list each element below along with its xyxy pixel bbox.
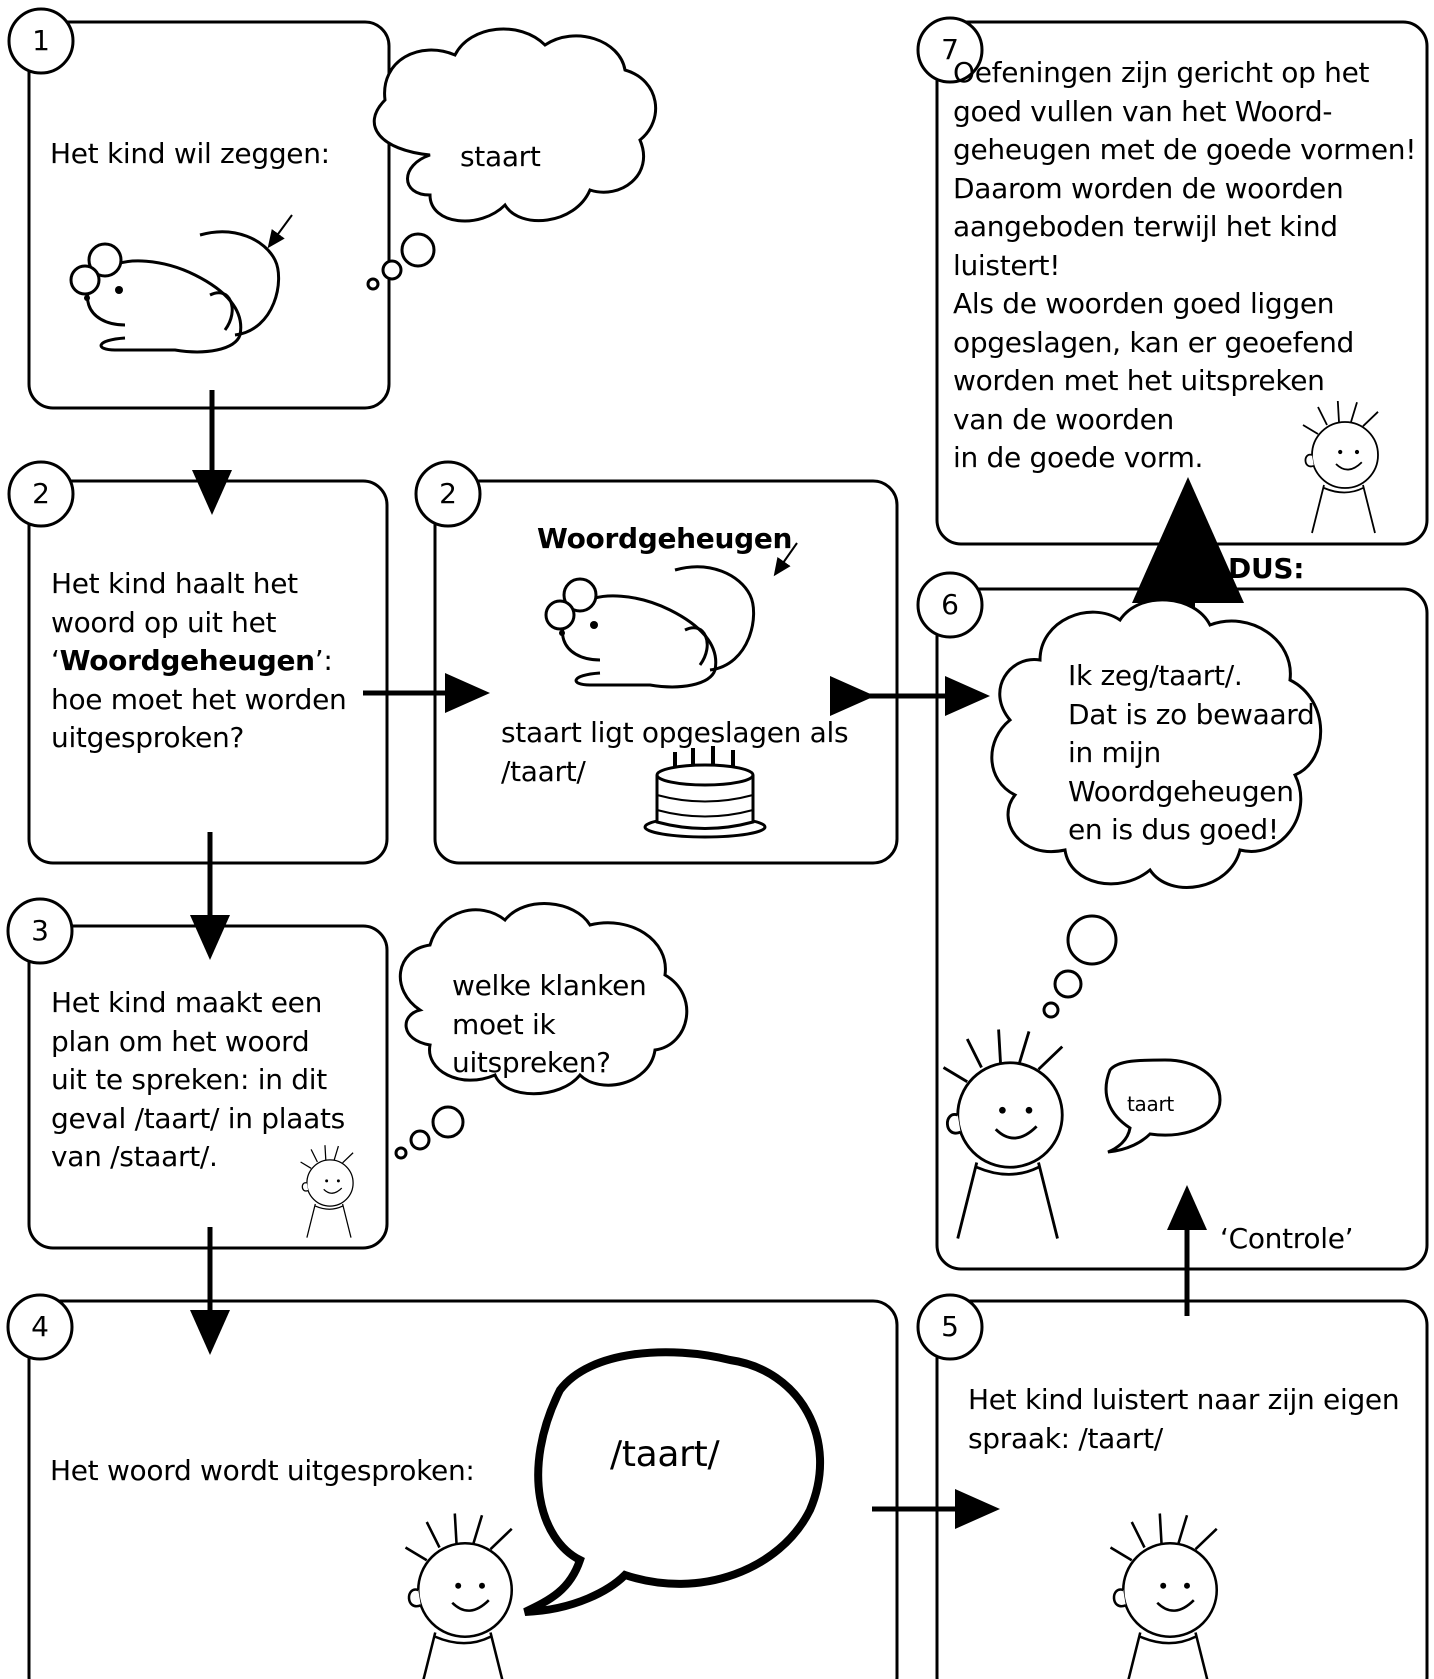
speech-bubble-icon: [523, 1348, 824, 1616]
step-6-thought: Ik zeg/taart/. Dat is zo bewaard in mijn…: [1068, 659, 1315, 846]
step-number-7: 7: [941, 33, 959, 66]
controle-label: ‘Controle’: [1220, 1222, 1354, 1255]
child-icon: [942, 1028, 1064, 1240]
number-circle-7: [916, 16, 984, 84]
dus-label: DUS:: [1228, 552, 1305, 585]
step-number-3: 3: [31, 914, 49, 947]
cake-icon: [643, 746, 767, 839]
step-3-thought: welke klanken moet ik uitspreken?: [452, 969, 647, 1079]
number-circle-1: [7, 7, 75, 75]
box-step-5: [935, 1299, 1429, 1679]
number-circle-5: [916, 1293, 984, 1361]
step-number-1: 1: [32, 24, 50, 57]
step-number-2b: 2: [439, 477, 457, 510]
step-1-text: Het kind wil zeggen:: [50, 137, 330, 170]
step-number-2a: 2: [32, 477, 50, 510]
box-step-2b: [433, 479, 899, 865]
step-4-text: Het woord wordt uitgesproken:: [50, 1454, 475, 1487]
number-circle-3: [6, 897, 74, 965]
pointer-arrow-icon: [773, 542, 798, 577]
step-7-text: Oefeningen zijn gericht op het goed vull…: [953, 56, 1417, 474]
number-circle-6: [916, 571, 984, 639]
child-icon: [1109, 1512, 1219, 1679]
step-number-5: 5: [941, 1310, 959, 1343]
pointer-arrow-icon: [267, 214, 293, 249]
step-4-speech: /taart/: [610, 1434, 720, 1475]
thought-bubble-icon: [990, 598, 1323, 1019]
mouse-icon: [544, 565, 756, 689]
number-circle-2b: [414, 460, 482, 528]
step-3-text: Het kind maakt een plan om het woord uit…: [51, 986, 345, 1173]
speech-bubble-icon: [1104, 1058, 1222, 1154]
step-2a-text: Het kind haalt het woord op uit het ‘Woo…: [51, 567, 347, 754]
box-step-1: [27, 20, 391, 410]
number-circle-4: [6, 1293, 74, 1361]
child-icon: [404, 1512, 514, 1679]
word-memory-title: Woordgeheugen: [537, 522, 793, 555]
step-6-speech: taart: [1127, 1092, 1174, 1116]
thought-bubble-icon: [366, 27, 657, 291]
step-2b-text: staart ligt opgeslagen als /taart/: [501, 716, 849, 788]
thought-bubble-icon: [394, 902, 689, 1160]
mouse-icon: [69, 230, 281, 354]
step-1-thought: staart: [460, 140, 541, 173]
number-circle-2a: [7, 460, 75, 528]
step-5-text: Het kind luistert naar zijn eigen spraak…: [968, 1383, 1400, 1455]
step-number-6: 6: [941, 588, 959, 621]
step-number-4: 4: [31, 1310, 49, 1343]
box-step-4: [27, 1299, 899, 1679]
